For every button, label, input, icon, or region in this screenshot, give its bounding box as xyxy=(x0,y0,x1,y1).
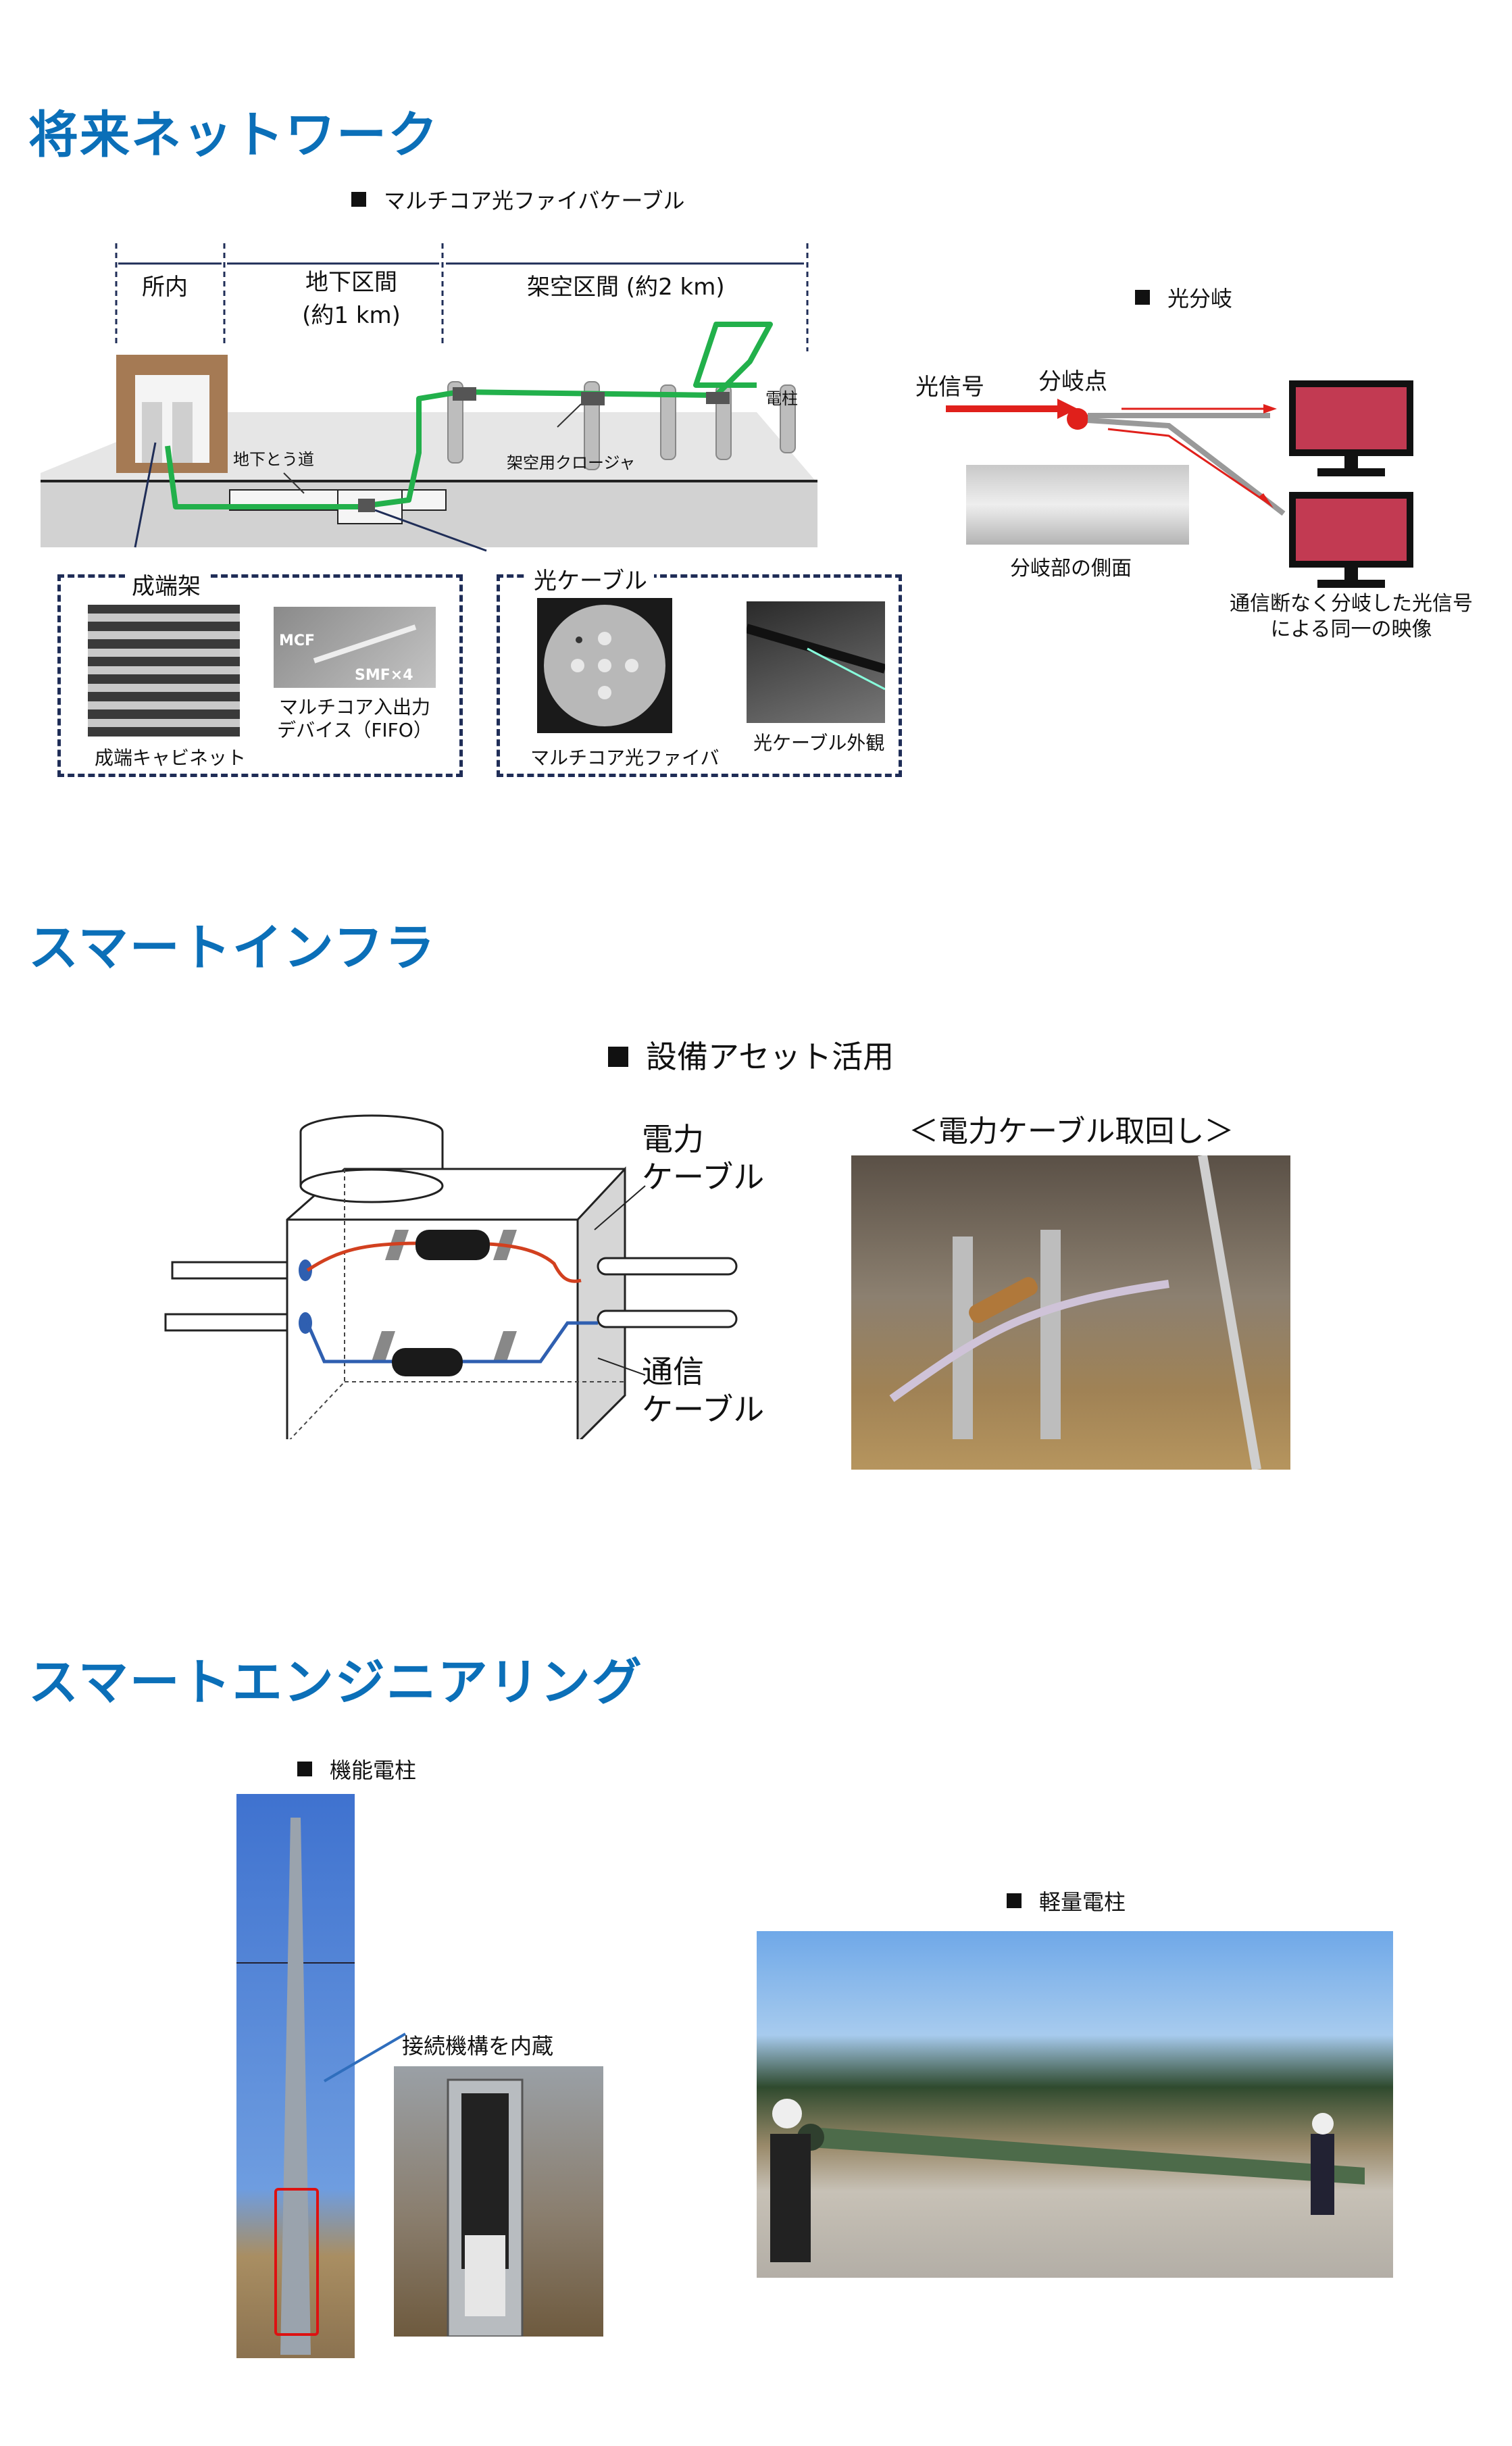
cable-appearance-photo xyxy=(747,601,885,723)
cable-appearance-label: 光ケーブル外観 xyxy=(753,732,885,754)
bullet-icon xyxy=(297,1762,312,1776)
mc-fiber-label: マルチコア光ファイバ xyxy=(530,747,720,769)
connector-photo xyxy=(394,2066,603,2337)
built-in-label: 接続機構を内蔵 xyxy=(402,2033,554,2059)
cabinet-label: 成端キャビネット xyxy=(95,747,247,769)
mcf-cable-heading: マルチコア光ファイバケーブル xyxy=(351,184,684,215)
fifo-device-icon xyxy=(313,624,417,664)
light-pole-photo xyxy=(757,1931,1393,2278)
comm-cable-label: 通信ケーブル xyxy=(642,1353,765,1428)
manhole-diagram xyxy=(164,1114,738,1439)
section-title-smart-infra: スマートインフラ xyxy=(28,919,436,977)
tunnel-label: 地下とう道 xyxy=(233,450,314,469)
monitor-icon xyxy=(1289,492,1413,588)
bullet-icon xyxy=(608,1046,628,1067)
fiber-cross-section-icon xyxy=(544,605,665,726)
splitter-heading: 光分岐 xyxy=(1135,282,1232,313)
fifo-photo xyxy=(274,607,436,688)
network-diagram xyxy=(41,243,817,552)
cable-routing-icon xyxy=(889,1155,1261,1470)
bullet-icon xyxy=(351,192,366,207)
pole-icon xyxy=(236,1818,355,2355)
optical-cable-label: 光ケーブル xyxy=(527,562,654,595)
connector-icon xyxy=(447,2078,524,2337)
pole-label: 電柱 xyxy=(765,389,798,408)
smf-label: SMF×4 xyxy=(355,667,413,684)
zone-inside-label: 所内 xyxy=(142,274,188,301)
bullet-icon xyxy=(1007,1893,1022,1908)
power-routing-photo xyxy=(851,1155,1290,1470)
asset-heading: 設備アセット活用 xyxy=(608,1032,894,1077)
branch-side-photo xyxy=(966,465,1189,545)
section-title-future-network: 将来ネットワーク xyxy=(28,106,439,164)
light-pole-icon xyxy=(770,2099,1365,2262)
mcf-label: MCF xyxy=(279,632,316,649)
side-view-label: 分岐部の側面 xyxy=(1010,557,1132,580)
light-pole-heading: 軽量電柱 xyxy=(1007,1885,1126,1916)
splitter-diagram xyxy=(946,399,1286,516)
monitor-icon xyxy=(1289,380,1413,476)
zone-underground-label: 地下区間(約1 km) xyxy=(302,269,401,329)
callout-line xyxy=(323,2032,407,2082)
cable-icon xyxy=(747,624,885,691)
termination-rack-label: 成端架 xyxy=(125,568,207,601)
functional-pole-heading: 機能電柱 xyxy=(297,1753,416,1784)
mc-fiber-photo xyxy=(537,598,672,733)
fifo-label: マルチコア入出力デバイス（FIFO） xyxy=(277,696,432,741)
branch-point-label: 分岐点 xyxy=(1038,368,1107,395)
power-routing-caption: ＜電力ケーブル取回し＞ xyxy=(909,1114,1234,1149)
cabinet-photo xyxy=(88,605,240,737)
section-title-smart-eng: スマートエンジニアリング xyxy=(28,1653,643,1712)
aerial-closure-label: 架空用クロージャ xyxy=(507,453,636,472)
splitter-caption: 通信断なく分岐した光信号による同一の映像 xyxy=(1230,592,1473,641)
bullet-icon xyxy=(1135,290,1150,305)
optical-cable-box xyxy=(497,574,902,777)
zone-aerial-label: 架空区間 (約2 km) xyxy=(527,274,725,301)
signal-label: 光信号 xyxy=(915,374,984,401)
termination-rack-box xyxy=(57,574,463,777)
power-cable-label: 電力ケーブル xyxy=(642,1121,765,1195)
